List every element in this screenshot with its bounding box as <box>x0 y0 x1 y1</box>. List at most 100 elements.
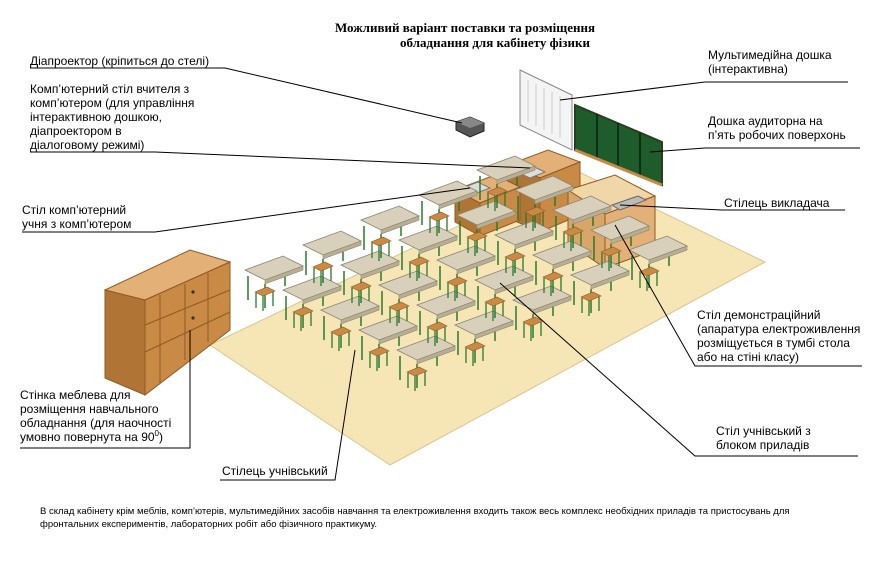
student-desk <box>511 285 573 338</box>
label-demo-line: розміщується в тумбі стола <box>697 336 850 350</box>
student-desk <box>531 240 593 293</box>
student-chair <box>292 306 314 331</box>
student-desk <box>395 335 457 388</box>
label-teacher-chair: Стілець викладача <box>724 196 830 210</box>
label-student-desk-line: Стіл учнівський з <box>716 424 811 438</box>
projector <box>455 116 485 138</box>
label-chalkboard-line: Дошка аудиторна на <box>708 114 823 128</box>
student-desk <box>301 230 363 283</box>
label-demonstration-table: Стіл демонстраційний (апаратура електрож… <box>697 308 860 364</box>
student-desk <box>455 200 517 253</box>
student-chair <box>428 211 450 236</box>
student-desk <box>359 205 421 258</box>
label-teacher-pc-line: діапроектором в <box>30 124 122 138</box>
student-desk <box>627 235 689 288</box>
student-chair <box>562 226 584 251</box>
leader-demo-table <box>614 224 862 367</box>
title-line-1: Можливий варіант поставки та розміщення <box>334 20 596 35</box>
label-student-computer-desk: Стіл комп’ютерний учня з комп’ютером <box>22 203 131 231</box>
title-line-2: обладнання для кабінету фізики <box>400 35 590 50</box>
student-desks <box>243 155 689 391</box>
student-chair <box>638 266 660 291</box>
label-teacher-computer-desk: Комп’ютерний стіл вчителя з комп’ютером … <box>30 82 194 152</box>
student-desk <box>339 250 401 303</box>
label-teacher-pc-line: Комп’ютерний стіл вчителя з <box>30 82 190 96</box>
student-desk <box>319 295 381 348</box>
multimedia-board <box>519 69 573 151</box>
label-furniture-cabinet: Стінка меблева для розміщення навчальног… <box>20 388 171 444</box>
label-demo-line: або на стіні класу) <box>697 350 800 364</box>
label-student-desk-line: блоком приладів <box>716 438 810 452</box>
label-multimedia-board: Мультимедійна дошка (інтерактивна) <box>708 48 832 76</box>
label-cabinet-degree: 0 <box>154 429 159 438</box>
student-chair <box>330 326 352 351</box>
leader-student-desk <box>499 282 858 457</box>
student-chair <box>486 186 508 211</box>
label-cabinet-line: Стінка меблева для <box>20 388 131 402</box>
leader-student-chair <box>220 349 356 481</box>
label-chalkboard-line: п’ять робочих поверхонь <box>708 128 846 142</box>
student-chair <box>484 296 506 321</box>
student-chair <box>580 291 602 316</box>
label-cabinet-line: умовно повернута на 900) <box>20 429 171 445</box>
student-chair <box>464 341 486 366</box>
label-multimedia-line: Мультимедійна дошка <box>708 48 832 62</box>
leader-chalkboard <box>649 147 860 153</box>
student-desk <box>397 225 459 278</box>
label-student-pc-line: Стіл комп’ютерний <box>22 203 127 217</box>
student-desk <box>243 255 305 308</box>
student-desk <box>415 290 477 343</box>
student-chair <box>408 256 430 281</box>
leader-projector <box>30 67 463 124</box>
student-chair <box>406 366 428 391</box>
footnote-line: фронтальних експериментів, лабораторних … <box>40 519 378 530</box>
student-desk <box>551 195 613 248</box>
student-chair <box>388 301 410 326</box>
student-chair <box>350 281 372 306</box>
label-demo-line: Стіл демонстраційний <box>697 308 821 322</box>
student-chair <box>504 251 526 276</box>
student-desk <box>493 220 555 273</box>
leader-student-pc <box>22 187 471 233</box>
student-chair <box>254 286 276 311</box>
label-teacher-pc-line: комп’ютером (для управління <box>30 96 195 110</box>
chalkboard <box>574 103 663 187</box>
student-chair <box>466 231 488 256</box>
student-chair <box>368 346 390 371</box>
leader-multimedia-board <box>559 81 848 101</box>
label-teacher-pc-line: інтерактивною дошкою, <box>30 110 162 124</box>
student-desk <box>475 155 537 208</box>
leader-teacher-pc <box>30 151 531 169</box>
student-chair <box>312 261 334 286</box>
label-cabinet-rotation: умовно повернута на 90 <box>20 430 155 444</box>
leader-teacher-chair <box>619 204 845 211</box>
footnote: В склад кабінету крім меблів, комп’ютері… <box>40 505 865 531</box>
leader-cabinet <box>20 330 191 449</box>
student-chair <box>370 236 392 261</box>
student-desk <box>569 260 631 313</box>
diagram-title: Можливий варіант поставки та розміщення … <box>300 20 630 50</box>
furniture-wall-cabinet <box>103 249 232 397</box>
label-student-pc-line: учня з комп’ютером <box>22 217 132 231</box>
label-student-chair: Стілець учнівський <box>222 464 328 478</box>
student-desk <box>357 315 419 368</box>
student-chair <box>446 276 468 301</box>
leader-lines <box>20 67 862 481</box>
label-student-desk: Стіл учнівський з блоком приладів <box>716 424 811 452</box>
student-desk <box>417 180 479 233</box>
label-demo-line: (апаратура електроживлення <box>697 322 861 336</box>
student-chair <box>426 321 448 346</box>
label-teacher-pc-line: діалоговому режимі) <box>30 138 145 152</box>
student-desk <box>513 175 575 228</box>
student-chair <box>600 246 622 271</box>
student-chair <box>524 206 546 231</box>
student-desk <box>281 275 343 328</box>
student-desk <box>473 265 535 318</box>
label-cabinet-paren: ) <box>159 430 163 444</box>
label-chalkboard: Дошка аудиторна на п’ять робочих поверхо… <box>708 114 846 142</box>
student-desk <box>453 310 515 363</box>
footnote-line: В склад кабінету крім меблів, комп’ютері… <box>40 506 790 517</box>
label-multimedia-line: (інтерактивна) <box>708 62 788 76</box>
student-chair <box>542 271 564 296</box>
